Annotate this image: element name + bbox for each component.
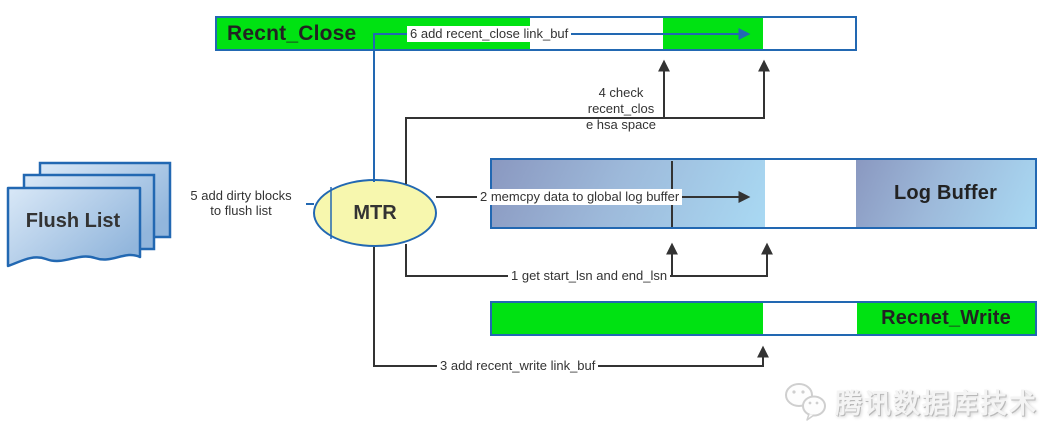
watermark-text: 腾讯数据库技术 <box>835 388 1038 420</box>
wechat-bubbles-icon <box>785 383 826 421</box>
edge-4-label-line3: e hsa space <box>585 117 657 132</box>
edge-3-label: 3 add recent_write link_buf <box>437 358 599 374</box>
recnet-write-filled-segment <box>492 303 763 334</box>
watermark: 腾讯数据库技术 <box>783 380 1038 422</box>
flush-list-label: Flush List <box>25 210 121 232</box>
edge-6-label: 6 add recent_close link_buf <box>407 26 572 42</box>
edge-5-label-line2: to flush list <box>210 203 272 218</box>
log-buffer-title: Log Buffer <box>893 182 998 204</box>
recnt-close-link-segment <box>663 18 763 49</box>
flush-list-front-page <box>6 186 142 268</box>
mtr-label: MTR <box>353 201 397 224</box>
edge-4-label: 4 check recent_clos e hsa space <box>557 85 685 133</box>
recnet-write-title: Recnet_Write <box>881 307 1011 329</box>
edge-5-label-line1: 5 add dirty blocks <box>190 188 292 203</box>
edge-2-label: 2 memcpy data to global log buffer <box>477 189 683 205</box>
edge-4-label-line2: recent_clos <box>587 101 655 116</box>
mtr-node: MTR <box>313 179 437 247</box>
edge-5-label: 5 add dirty blocks to flush list <box>176 188 306 218</box>
recnt-close-title: Recnt_Close <box>227 21 357 45</box>
edge-1-label: 1 get start_lsn and end_lsn <box>508 268 671 284</box>
log-buffer-title-segment: Log Buffer <box>856 160 1035 227</box>
edge-4-label-line1: 4 check <box>598 85 644 100</box>
recnet-write-title-segment: Recnet_Write <box>857 303 1035 334</box>
flush-list-pages-icon <box>6 161 172 268</box>
recnet-write-bar: Recnet_Write <box>490 301 1037 336</box>
